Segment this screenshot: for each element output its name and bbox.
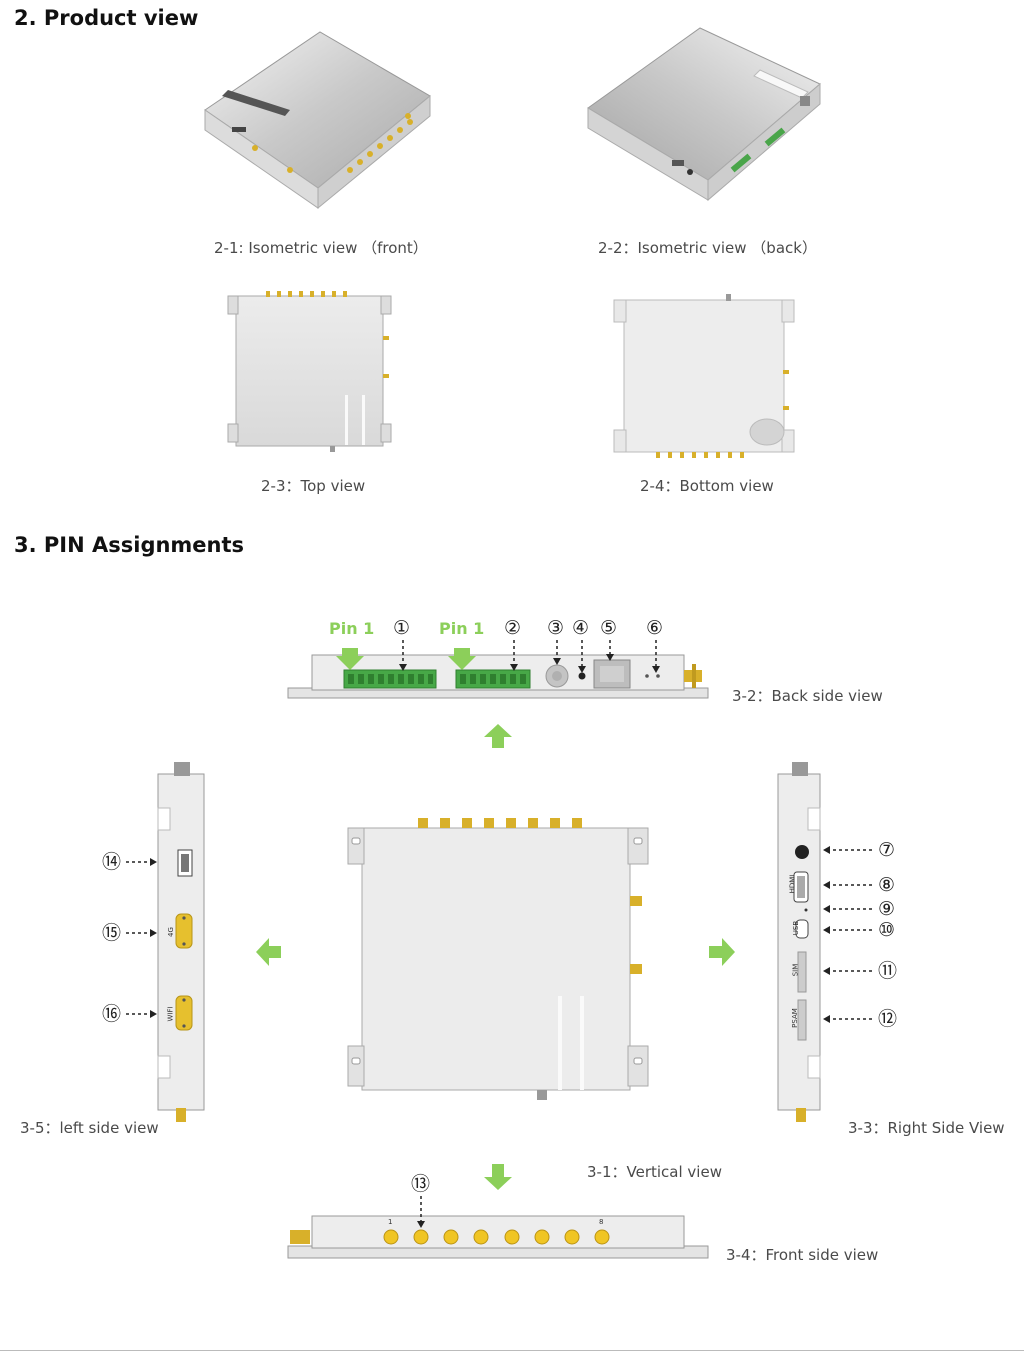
caption-left-side-view: 3-5：left side view: [20, 1119, 159, 1137]
callout-4: ④: [572, 617, 590, 639]
left-side-view-image: [157, 762, 205, 1122]
callout-13: ⑬: [411, 1173, 431, 1195]
top-view-image: [227, 291, 392, 452]
callout-2: ②: [504, 617, 522, 639]
caption-isometric-front: 2-1: Isometric view （front）: [214, 239, 428, 257]
callout-5: ⑤: [600, 617, 618, 639]
callout-15: ⑮: [102, 922, 122, 944]
callout-8: ⑧: [878, 874, 896, 896]
psam-label: PSAM: [790, 1008, 799, 1028]
isometric-front-image: [204, 31, 431, 210]
right-side-view-image: [777, 762, 821, 1122]
usb-label: USB: [792, 920, 801, 936]
antenna-first-label: 1: [388, 1218, 393, 1226]
arrow-up-icon: [484, 724, 512, 748]
isometric-back-image: [587, 27, 821, 202]
callout-12: ⑫: [878, 1008, 898, 1030]
caption-back-side-view: 3-2：Back side view: [732, 687, 883, 705]
caption-bottom-view: 2-4：Bottom view: [640, 477, 774, 495]
arrow-down-icon: [484, 1164, 512, 1190]
callout-6: ⑥: [646, 617, 664, 639]
direction-arrows: [256, 724, 735, 1190]
caption-front-side-view: 3-4：Front side view: [726, 1246, 879, 1264]
callout-11: ⑪: [878, 960, 898, 982]
callout-arrowheads: [150, 846, 830, 1228]
antenna-last-label: 8: [599, 1218, 604, 1226]
front-side-view-image: [287, 1215, 709, 1259]
bottom-view-image: [613, 294, 795, 458]
lte-label: 4G: [166, 927, 175, 937]
section-title-product-view: 2. Product view: [14, 6, 199, 30]
caption-top-view: 2-3：Top view: [261, 477, 366, 495]
callout-leaders: [126, 849, 872, 1222]
pin1-label-terminal-b: Pin 1: [439, 619, 485, 638]
caption-isometric-back: 2-2：Isometric view （back）: [598, 239, 817, 257]
section-title-pin-assignments: 3. PIN Assignments: [14, 533, 245, 557]
pin1-label-terminal-a: Pin 1: [329, 619, 375, 638]
arrow-left-icon: [256, 938, 281, 966]
callout-3: ③: [547, 617, 565, 639]
wifi-label: WIFI: [166, 1006, 175, 1022]
page-bottom-divider: [0, 1350, 1024, 1351]
caption-right-side-view: 3-3：Right Side View: [848, 1119, 1005, 1137]
caption-vertical-view: 3-1：Vertical view: [587, 1163, 722, 1181]
sim-label: SIM: [791, 963, 800, 977]
vertical-view-image: [347, 818, 649, 1100]
callout-9: ⑨: [878, 898, 896, 920]
callout-16: ⑯: [102, 1003, 122, 1025]
callout-7: ⑦: [878, 839, 896, 861]
callout-1: ①: [393, 617, 411, 639]
hdmi-label: HDMI: [788, 874, 797, 894]
callout-10: ⑩: [878, 919, 896, 941]
arrow-right-icon: [709, 938, 735, 966]
callout-14: ⑭: [102, 851, 122, 873]
back-side-view-image: [287, 640, 709, 699]
